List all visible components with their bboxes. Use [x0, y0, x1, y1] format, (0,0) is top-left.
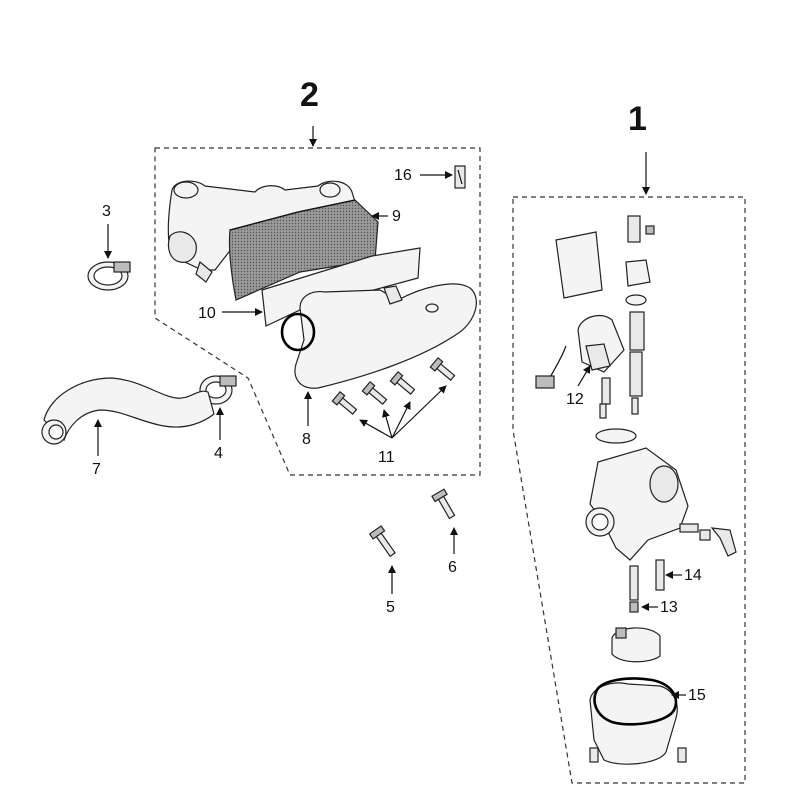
- bolt-6: [431, 488, 456, 520]
- callout-14: 14: [665, 567, 702, 584]
- callout-9: 9: [371, 208, 401, 225]
- callout-16: 16: [394, 167, 453, 184]
- svg-text:6: 6: [448, 559, 457, 576]
- svg-text:5: 5: [386, 599, 395, 616]
- svg-text:12: 12: [566, 391, 584, 408]
- callout-7: 7: [92, 419, 102, 478]
- callout-13: 13: [641, 599, 678, 616]
- svg-text:7: 7: [92, 461, 101, 478]
- svg-text:8: 8: [302, 431, 311, 448]
- svg-text:4: 4: [214, 445, 223, 462]
- carburetor-assembly: [535, 215, 737, 765]
- clip-16: [454, 165, 466, 189]
- callout-5: 5: [386, 565, 396, 616]
- callout-4: 4: [214, 407, 224, 462]
- svg-text:10: 10: [198, 305, 216, 322]
- air-filter-element: [228, 199, 379, 301]
- callout-3: 3: [102, 203, 112, 259]
- group-label-2: 2: [300, 76, 319, 114]
- hose-clamp-3: [87, 261, 131, 291]
- callout-6: 6: [448, 527, 458, 576]
- svg-text:15: 15: [688, 687, 706, 704]
- svg-text:9: 9: [392, 208, 401, 225]
- svg-text:13: 13: [660, 599, 678, 616]
- air-filter-cover: [280, 283, 477, 389]
- svg-text:3: 3: [102, 203, 111, 220]
- bolt-5: [368, 525, 396, 558]
- svg-text:16: 16: [394, 167, 412, 184]
- svg-text:14: 14: [684, 567, 702, 584]
- svg-text:11: 11: [378, 449, 395, 466]
- group-1-boundary: [512, 196, 746, 784]
- intake-hose: [41, 377, 215, 445]
- callout-12: 12: [566, 365, 591, 408]
- callout-15: 15: [671, 687, 706, 704]
- callout-8: 8: [302, 391, 312, 448]
- callout-10: 10: [198, 305, 263, 322]
- group-label-1: 1: [628, 100, 647, 138]
- screws-11: [331, 356, 456, 416]
- group-2-boundary: [154, 147, 481, 476]
- callout-11: 11: [359, 385, 447, 466]
